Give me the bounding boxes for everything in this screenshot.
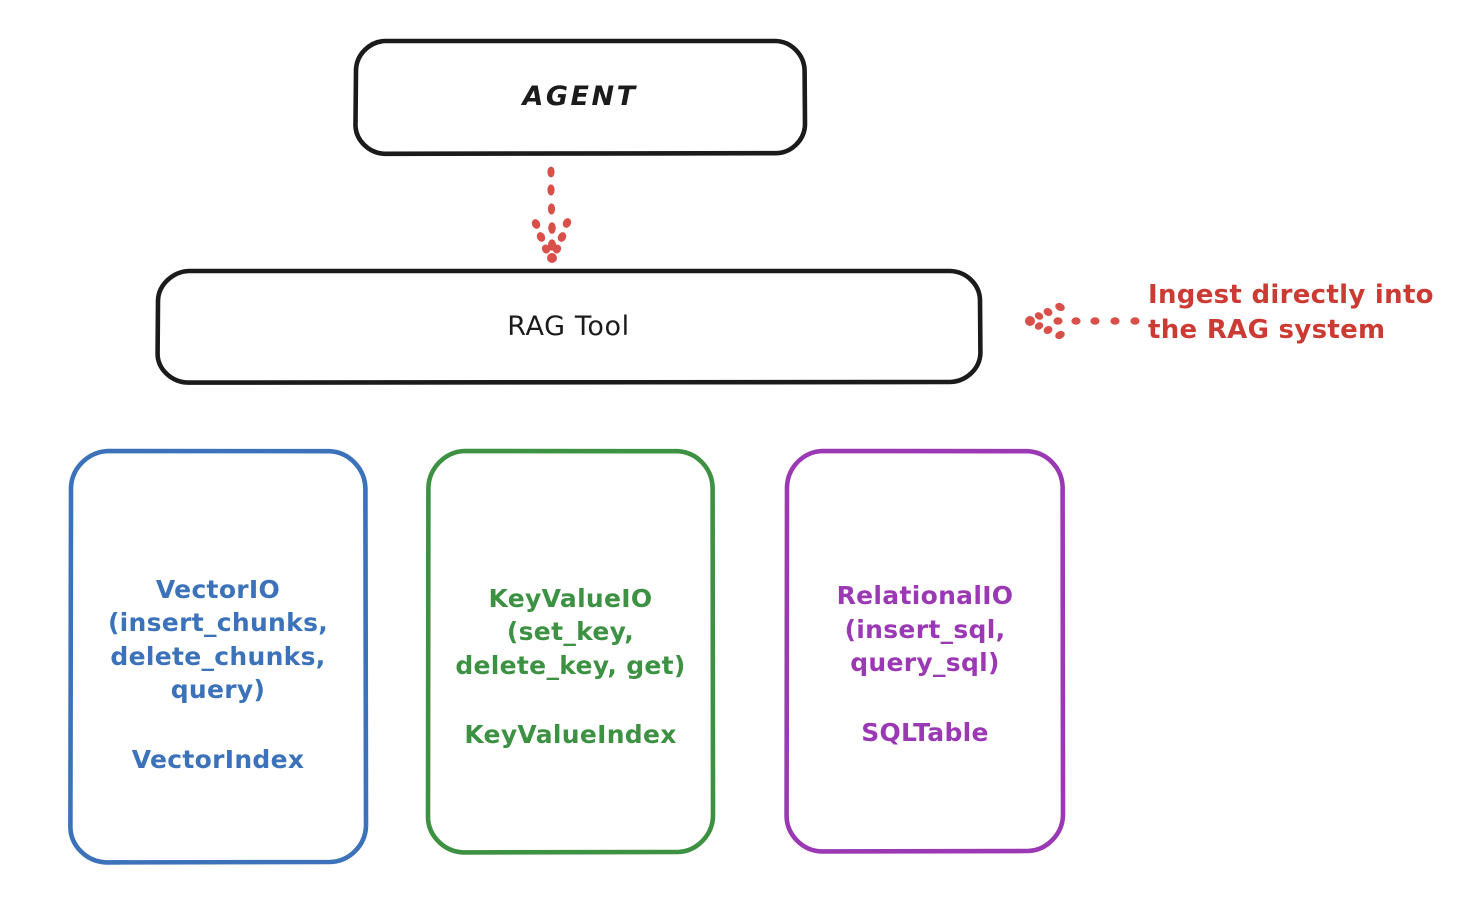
- agent-box-outline: [353, 38, 808, 157]
- node-key-value-io[interactable]: KeyValueIO (set_key, delete_key, get) Ke…: [428, 450, 713, 853]
- node-vector-io[interactable]: VectorIO (insert_chunks, delete_chunks, …: [70, 450, 366, 863]
- node-agent-label: AGENT: [522, 81, 638, 113]
- key-value-io-index-label: KeyValueIndex: [464, 720, 677, 749]
- edge-ingest-to-rag-tool: [1025, 302, 1140, 340]
- edge-agent-to-rag-tool: [531, 166, 572, 263]
- edge-agent-to-rag-tool-hitarea[interactable]: [520, 158, 590, 268]
- vector-io-interface-label: VectorIO (insert_chunks, delete_chunks, …: [107, 574, 329, 705]
- key-value-io-interface-label: KeyValueIO (set_key, delete_key, get): [455, 583, 686, 680]
- relational-io-index-label: SQLTable: [861, 717, 989, 747]
- vector-io-content: VectorIO (insert_chunks, delete_chunks, …: [108, 573, 328, 777]
- key-value-io-content: KeyValueIO (set_key, delete_key, get) Ke…: [455, 582, 685, 752]
- node-rag-tool-label: RAG Tool: [507, 310, 630, 342]
- relational-io-content: RelationalIO (insert_sql, query_sql) SQL…: [837, 579, 1014, 749]
- rag-tool-box-outline: [155, 268, 983, 385]
- relational-io-spacer: [837, 680, 1014, 716]
- vector-io-spacer: [108, 707, 328, 743]
- node-relational-io[interactable]: RelationalIO (insert_sql, query_sql) SQL…: [787, 450, 1063, 852]
- node-rag-tool[interactable]: RAG Tool: [157, 270, 980, 383]
- key-value-io-spacer: [455, 682, 685, 718]
- vector-io-box-outline: [68, 448, 369, 865]
- relational-io-box-outline: [784, 448, 1066, 854]
- key-value-io-box-outline: [425, 448, 716, 855]
- relational-io-interface-label: RelationalIO (insert_sql, query_sql): [836, 581, 1014, 677]
- vector-io-index-label: VectorIndex: [131, 744, 305, 774]
- annotation-ingest-directly: Ingest directly into the RAG system: [1148, 280, 1434, 346]
- node-agent[interactable]: AGENT: [355, 40, 805, 154]
- edge-ingest-to-rag-tool-hitarea[interactable]: [1020, 296, 1146, 344]
